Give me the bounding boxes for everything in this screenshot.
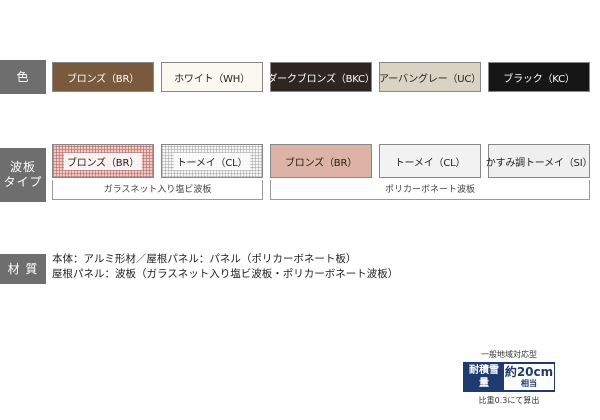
color-swatch-urban-gray[interactable]: アーバングレー（UC）	[379, 62, 481, 92]
panel-pattern-glass-bronze[interactable]: ブロンズ（BR）	[52, 144, 154, 178]
panel-row-label: 波板 タイプ	[0, 148, 46, 202]
color-row-label: 色	[0, 60, 46, 94]
snow-badge-bottom-text: 比重0.3にて算出	[478, 396, 540, 405]
material-row-label-text: 材 質	[7, 261, 39, 276]
snow-load-badge: 一般地域対応型 耐積雪 量 約20cm 相当 比重0.3にて算出	[459, 349, 559, 411]
snow-badge-box: 耐積雪 量 約20cm 相当	[463, 362, 555, 392]
group-label-glass-net: ガラスネット入り塩ビ波板	[103, 185, 212, 195]
group-bracket-glass-net: ガラスネット入り塩ビ波板	[52, 180, 263, 200]
color-swatch-white[interactable]: ホワイト（WH）	[161, 62, 263, 92]
panel-pattern-label: ブロンズ（BR）	[284, 157, 357, 169]
panel-row-label-line2: タイプ	[3, 175, 43, 189]
material-row-label: 材 質	[0, 254, 46, 284]
color-row-label-text: 色	[16, 69, 30, 84]
color-swatch-dark-bronze[interactable]: ダークブロンズ（BKC）	[267, 62, 375, 92]
snow-badge-top-text: 一般地域対応型	[481, 350, 537, 359]
panel-pattern-label: トーメイ（CL）	[173, 152, 251, 170]
snow-badge-value: 約20cm	[504, 365, 554, 379]
panel-pattern-poly-bronze[interactable]: ブロンズ（BR）	[270, 144, 372, 178]
color-swatch-black[interactable]: ブラック（KC）	[488, 62, 590, 92]
snow-badge-value-panel: 約20cm 相当	[504, 364, 554, 390]
color-swatch-label: ホワイト（WH）	[174, 73, 250, 85]
snow-badge-title: 耐積雪 量	[464, 363, 504, 391]
panel-pattern-glass-clear[interactable]: トーメイ（CL）	[161, 144, 263, 178]
snow-badge-title-line1: 耐積雪	[469, 365, 499, 376]
material-line-2: 屋根パネル：波板（ガラスネット入り塩ビ波板・ポリカーボネート波板）	[52, 268, 399, 280]
group-bracket-polycarbonate: ポリカーボネート波板	[270, 180, 590, 200]
panel-pattern-poly-mist[interactable]: かすみ調トーメイ（SI）	[485, 144, 593, 178]
material-line-1: 本体：アルミ形材／屋根パネル：パネル（ポリカーボネート板）	[52, 253, 357, 265]
snow-badge-value-note: 相当	[521, 379, 537, 388]
panel-row-label-line1: 波板	[9, 160, 36, 174]
color-swatch-label: ブラック（KC）	[503, 73, 575, 85]
color-swatch-label: アーバングレー（UC）	[379, 73, 481, 85]
color-swatch-label: ダークブロンズ（BKC）	[267, 73, 375, 85]
color-swatch-bronze[interactable]: ブロンズ（BR）	[52, 62, 154, 92]
color-swatch-label: ブロンズ（BR）	[66, 73, 139, 85]
snow-badge-title-line2: 量	[479, 378, 489, 389]
panel-pattern-label: トーメイ（CL）	[394, 157, 466, 169]
panel-pattern-label: かすみ調トーメイ（SI）	[485, 157, 593, 169]
panel-pattern-label: ブロンズ（BR）	[63, 152, 142, 170]
group-label-polycarbonate: ポリカーボネート波板	[384, 185, 475, 195]
panel-pattern-poly-clear[interactable]: トーメイ（CL）	[379, 144, 481, 178]
